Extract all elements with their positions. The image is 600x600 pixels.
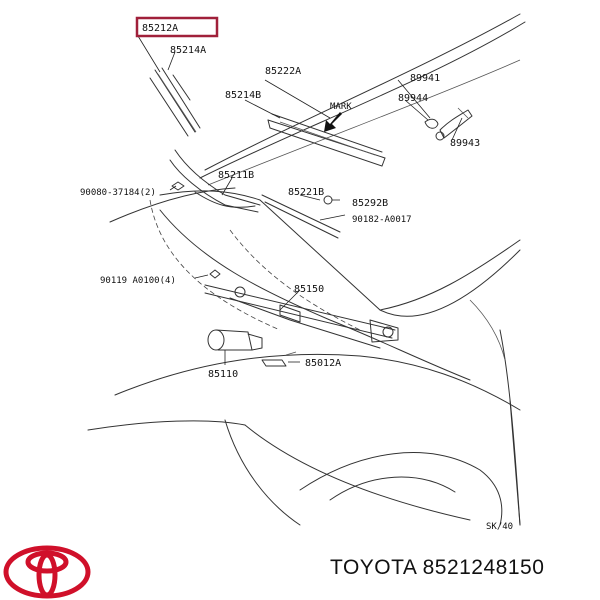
label-85222A: 85222A: [265, 66, 301, 77]
label-90080: 90080-37184(2): [80, 188, 156, 198]
washer-nozzle-assembly: [424, 107, 473, 141]
wiper-blade-85214A: [149, 67, 201, 137]
label-85221B: 85221B: [288, 187, 324, 198]
toyota-logo-icon: [3, 545, 91, 599]
label-85214B: 85214B: [225, 90, 261, 101]
leader-lines: [137, 35, 463, 365]
label-85214A: 85214A: [170, 45, 206, 56]
wiper-linkage-85150: [204, 284, 399, 349]
body-outline: [87, 13, 526, 526]
label-ref-code: SK/40: [486, 522, 513, 532]
wiper-arm-85221B: [261, 194, 341, 239]
label-85212A: 85212A: [142, 23, 178, 34]
label-89944: 89944: [398, 93, 428, 104]
label-89941: 89941: [410, 73, 440, 84]
label-90119: 90119 A0100(4): [100, 276, 176, 286]
label-mark: MARK: [330, 102, 352, 112]
label-85110: 85110: [208, 369, 238, 380]
wiper-blade-85214B: [267, 113, 386, 167]
highlight-box: [135, 16, 219, 38]
brand-name: TOYOTA: [330, 556, 417, 579]
part-labels: 85212A 85214A 85222A 85214B MARK 89941 8…: [80, 23, 513, 532]
part-number: 8521248150: [422, 556, 545, 579]
label-90182: 90182-A0017: [352, 215, 412, 225]
mark-arrow-icon: [324, 112, 342, 132]
label-85012A: 85012A: [305, 358, 341, 369]
label-85211B: 85211B: [218, 170, 254, 181]
fastener-markers: [171, 181, 221, 279]
label-85292B: 85292B: [352, 198, 388, 209]
label-85150: 85150: [294, 284, 324, 295]
part-caption: TOYOTA 8521248150: [330, 556, 544, 580]
wiper-arm-85211B: [169, 149, 261, 213]
bracket-85012A: [261, 351, 297, 367]
label-89943: 89943: [450, 138, 480, 149]
wiper-motor-85110: [207, 329, 263, 351]
